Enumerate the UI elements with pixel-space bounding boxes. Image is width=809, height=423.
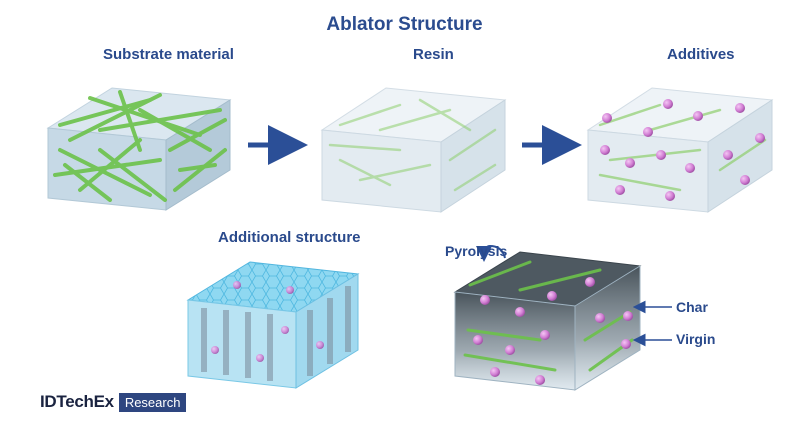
- idtechex-logo: IDTechEx Research: [40, 392, 187, 412]
- char-label: Char: [676, 299, 708, 315]
- resin-block: [320, 87, 507, 213]
- resin-label: Resin: [413, 46, 454, 63]
- logo-badge: Research: [118, 392, 187, 412]
- char-virgin-block: [453, 251, 642, 391]
- additional-structure-label: Additional structure: [218, 229, 361, 246]
- additives-block: [586, 87, 774, 213]
- substrate-label: Substrate material: [103, 46, 234, 63]
- substrate-block: [46, 87, 232, 211]
- honeycomb-block: [186, 261, 360, 389]
- pyrolysis-curved-arrow-icon: [476, 244, 506, 262]
- additives-label: Additives: [667, 46, 735, 63]
- pyrolysis-label: Pyrolysis: [445, 243, 508, 259]
- page-title: Ablator Structure: [326, 14, 483, 35]
- virgin-label: Virgin: [676, 331, 716, 347]
- logo-name: IDTechEx: [40, 392, 114, 411]
